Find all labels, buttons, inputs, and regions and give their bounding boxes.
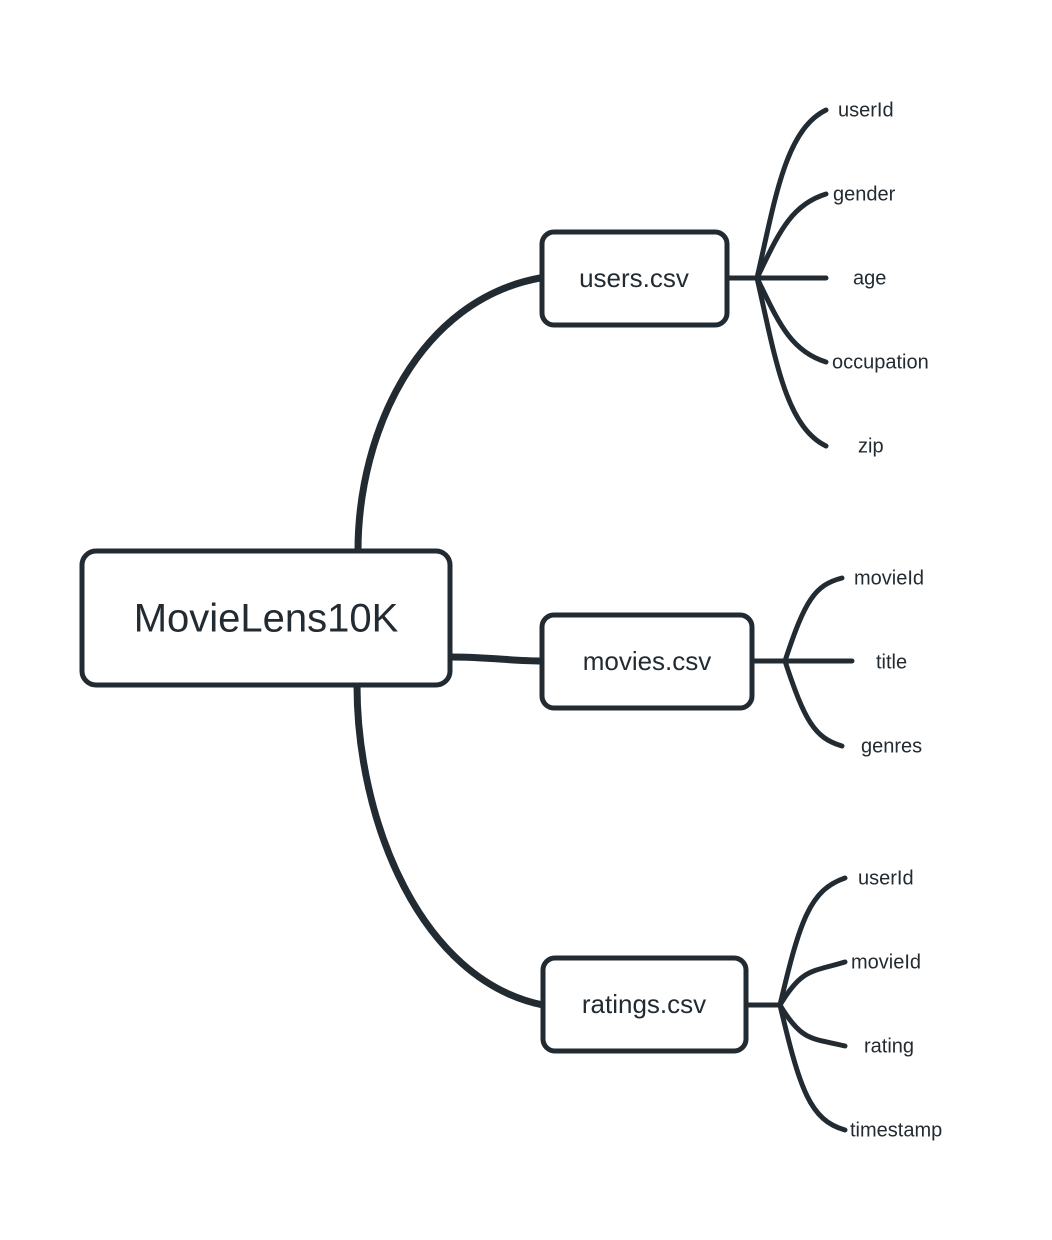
edge-users-leaf-userid (754, 107, 829, 281)
leaf-label-users-occupation: occupation (832, 351, 929, 373)
edge-users-leaf-occupation (754, 275, 829, 365)
edge-users-leaf-gender (754, 191, 829, 281)
edge-ratings-leaf-rating (777, 1002, 848, 1049)
leaf-label-movies-movieid: movieId (854, 567, 924, 589)
leaf-label-ratings-movieid: movieId (851, 951, 921, 973)
leaf-label-users-age: age (853, 267, 886, 289)
leaf-label-ratings-userid: userId (858, 867, 914, 889)
node-movies-csv-box (539, 612, 755, 711)
edge-ratings-leaf-userid (777, 875, 848, 1008)
leaf-label-users-userid: userId (838, 99, 894, 121)
node-users-csv-label: users.csv (579, 263, 689, 293)
node-ratings-csv-box (540, 955, 749, 1054)
leaf-label-users-zip: zip (858, 435, 884, 457)
node-root[interactable]: MovieLens10K (79, 548, 453, 688)
leaf-label-ratings-rating: rating (864, 1035, 914, 1057)
leaf-label-movies-genres: genres (861, 735, 922, 757)
edge-ratings-leaf-timestamp (777, 1002, 848, 1133)
node-users-csv[interactable]: users.csv (539, 229, 730, 328)
edge-movies-leaf-movieid (782, 575, 845, 664)
leaf-label-users-gender: gender (833, 183, 896, 205)
node-ratings-csv-label: ratings.csv (582, 989, 706, 1019)
edge-root-to-users (354, 274, 544, 555)
node-root-label: MovieLens10K (134, 597, 399, 641)
edge-users-leaf-zip (754, 275, 829, 449)
edge-root-to-movies (446, 653, 546, 665)
node-movies-csv-label: movies.csv (583, 646, 712, 676)
node-ratings-csv[interactable]: ratings.csv (540, 955, 749, 1054)
edge-root-to-ratings (353, 681, 547, 1009)
leaf-label-movies-title: title (876, 651, 907, 673)
edge-movies-leaf-genres (782, 658, 845, 749)
node-users-csv-box (539, 229, 730, 328)
leaf-label-ratings-timestamp: timestamp (850, 1119, 942, 1141)
node-movies-csv[interactable]: movies.csv (539, 612, 755, 711)
edge-ratings-leaf-movieid (777, 959, 848, 1008)
node-root-box (79, 548, 453, 688)
